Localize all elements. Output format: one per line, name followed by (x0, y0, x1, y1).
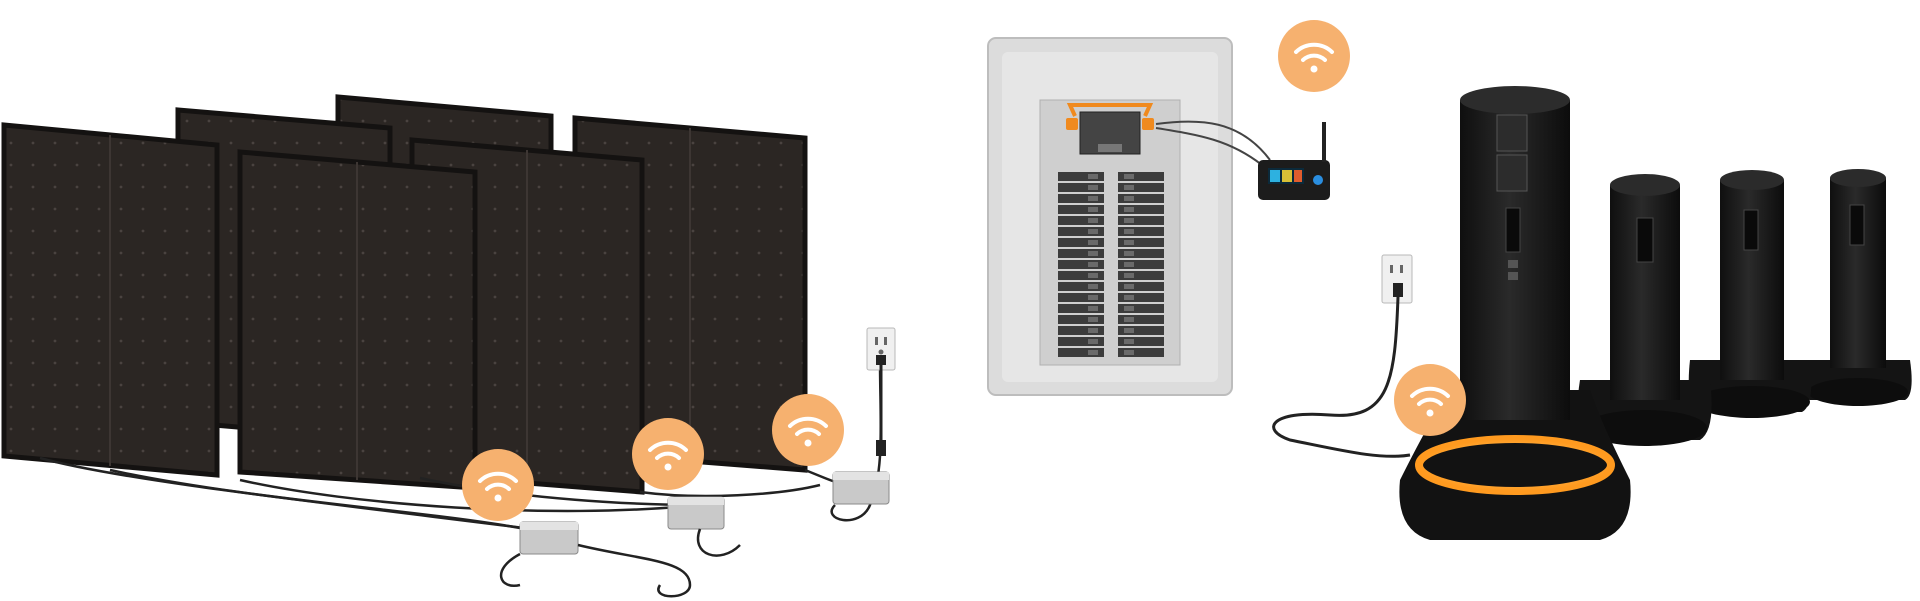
breaker-toggle (1088, 262, 1098, 267)
breaker-switch (1058, 326, 1104, 335)
breaker-switch (1118, 271, 1164, 280)
breaker-toggle (1124, 218, 1134, 223)
breaker-toggle (1124, 207, 1134, 212)
breaker-toggle (1088, 251, 1098, 256)
breaker-toggle (1124, 251, 1134, 256)
breaker-toggle (1088, 196, 1098, 201)
breaker-switch (1118, 194, 1164, 203)
breaker-toggle (1124, 284, 1134, 289)
battery-module (1688, 170, 1812, 418)
breaker-toggle (1088, 240, 1098, 245)
breaker-switch (1058, 271, 1104, 280)
microinverter (499, 521, 692, 598)
breaker-toggle (1124, 317, 1134, 322)
breaker-switch (1118, 227, 1164, 236)
breaker-switch (1058, 249, 1104, 258)
breaker-toggle (1088, 185, 1098, 190)
breaker-toggle (1088, 339, 1098, 344)
breaker-toggle (1124, 229, 1134, 234)
breaker-toggle (1088, 284, 1098, 289)
breaker-toggle (1088, 218, 1098, 223)
breaker-toggle (1088, 317, 1098, 322)
breaker-switch (1118, 216, 1164, 225)
breaker-switch (1118, 304, 1164, 313)
wifi-icon (462, 449, 534, 521)
breaker-toggle (1088, 229, 1098, 234)
breaker-switch (1058, 205, 1104, 214)
breaker-switch (1118, 326, 1164, 335)
breaker-toggle (1088, 273, 1098, 278)
breaker-switch (1118, 293, 1164, 302)
breaker-switch (1058, 315, 1104, 324)
battery-module (1577, 174, 1712, 446)
wall-outlet-icon (1381, 254, 1413, 304)
breaker-switch (1058, 348, 1104, 357)
breaker-switch (1058, 216, 1104, 225)
wifi-icon (632, 418, 704, 490)
breaker-switch (1058, 282, 1104, 291)
breaker-panel (987, 37, 1271, 396)
breaker-switch (1118, 348, 1164, 357)
breaker-toggle (1124, 328, 1134, 333)
breaker-toggle (1124, 262, 1134, 267)
breaker-switch (1058, 304, 1104, 313)
breaker-toggle (1124, 339, 1134, 344)
breaker-switch (1058, 194, 1104, 203)
battery-tower (1399, 86, 1631, 540)
breaker-switch (1118, 249, 1164, 258)
breaker-toggle (1088, 207, 1098, 212)
breaker-switch (1058, 260, 1104, 269)
breaker-switch (1058, 172, 1104, 181)
breaker-switch (1058, 238, 1104, 247)
wall-outlet-icon (866, 327, 896, 456)
breaker-switch (1118, 337, 1164, 346)
breaker-switch (1058, 337, 1104, 346)
breaker-toggle (1124, 196, 1134, 201)
breaker-toggle (1124, 185, 1134, 190)
breaker-toggle (1088, 295, 1098, 300)
energy-monitor-gateway (1258, 122, 1330, 200)
breaker-toggle (1124, 306, 1134, 311)
battery-cable (1272, 296, 1411, 458)
microinverters (499, 471, 890, 598)
breaker-toggle (1124, 240, 1134, 245)
solar-panel-array (1, 94, 808, 495)
breaker-switch (1058, 183, 1104, 192)
breaker-switch (1058, 293, 1104, 302)
breaker-toggle (1124, 174, 1134, 179)
breaker-rows (1058, 172, 1164, 357)
breaker-toggle (1124, 295, 1134, 300)
breaker-switch (1118, 172, 1164, 181)
breaker-toggle (1088, 328, 1098, 333)
breaker-switch (1118, 238, 1164, 247)
breaker-switch (1118, 183, 1164, 192)
breaker-toggle (1124, 273, 1134, 278)
breaker-toggle (1124, 350, 1134, 355)
microinverter (667, 496, 741, 557)
breaker-switch (1118, 260, 1164, 269)
breaker-switch (1118, 315, 1164, 324)
wifi-icon (1278, 20, 1350, 92)
breaker-switch (1118, 205, 1164, 214)
breaker-switch (1058, 227, 1104, 236)
battery-module (1799, 169, 1912, 406)
breaker-toggle (1088, 174, 1098, 179)
breaker-switch (1118, 282, 1164, 291)
breaker-toggle (1088, 350, 1098, 355)
wifi-icon (772, 394, 844, 466)
wifi-icon (1394, 364, 1466, 436)
microinverter (832, 471, 890, 505)
breaker-toggle (1088, 306, 1098, 311)
